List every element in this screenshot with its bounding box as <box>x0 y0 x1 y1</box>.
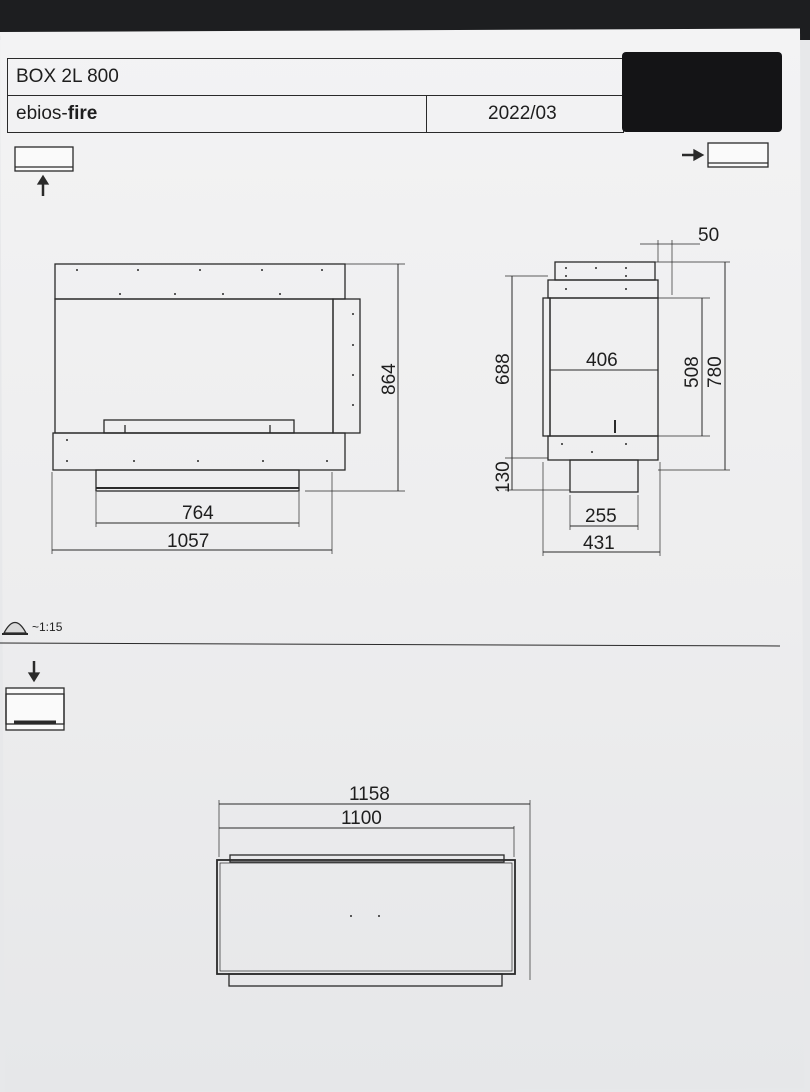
dim-side-offset: 50 <box>698 225 719 246</box>
side-view <box>505 240 730 556</box>
model-name: BOX 2L 800 <box>16 66 119 87</box>
dim-side-body-height: 688 <box>493 353 514 385</box>
brand-bold: fire <box>67 103 98 124</box>
top-view-icon <box>5 661 65 731</box>
scale-label: ~1:15 <box>32 620 63 634</box>
side-view-icon <box>682 142 769 168</box>
dim-side-total-width: 431 <box>583 533 615 554</box>
revision-date: 2022/03 <box>488 103 557 124</box>
redacted-logo <box>622 52 782 132</box>
dim-side-inner-height: 508 <box>682 356 703 388</box>
dim-side-total-height: 780 <box>705 356 726 388</box>
dim-top-total-width: 1158 <box>349 784 390 805</box>
dim-top-inner-width: 1100 <box>341 808 382 829</box>
dim-front-total-height: 864 <box>379 363 400 395</box>
dim-side-base-width: 255 <box>585 506 617 527</box>
title-row: BOX 2L 800 <box>8 59 623 96</box>
scale-icon <box>2 621 28 635</box>
top-view <box>216 800 531 987</box>
dim-front-total-width: 1057 <box>167 531 209 552</box>
front-view-icon <box>14 146 74 196</box>
section-divider <box>0 642 781 647</box>
brand-cell: ebios-fire <box>8 96 427 133</box>
dim-side-base-height: 130 <box>493 461 514 493</box>
brand-prefix: ebios- <box>16 103 68 124</box>
title-block: BOX 2L 800 ebios-fire 2022/03 <box>7 58 624 133</box>
dim-side-inner-width: 406 <box>586 350 618 371</box>
brand-name: ebios-fire <box>16 103 97 125</box>
dim-front-inner-width: 764 <box>182 503 214 524</box>
front-view <box>51 263 405 554</box>
